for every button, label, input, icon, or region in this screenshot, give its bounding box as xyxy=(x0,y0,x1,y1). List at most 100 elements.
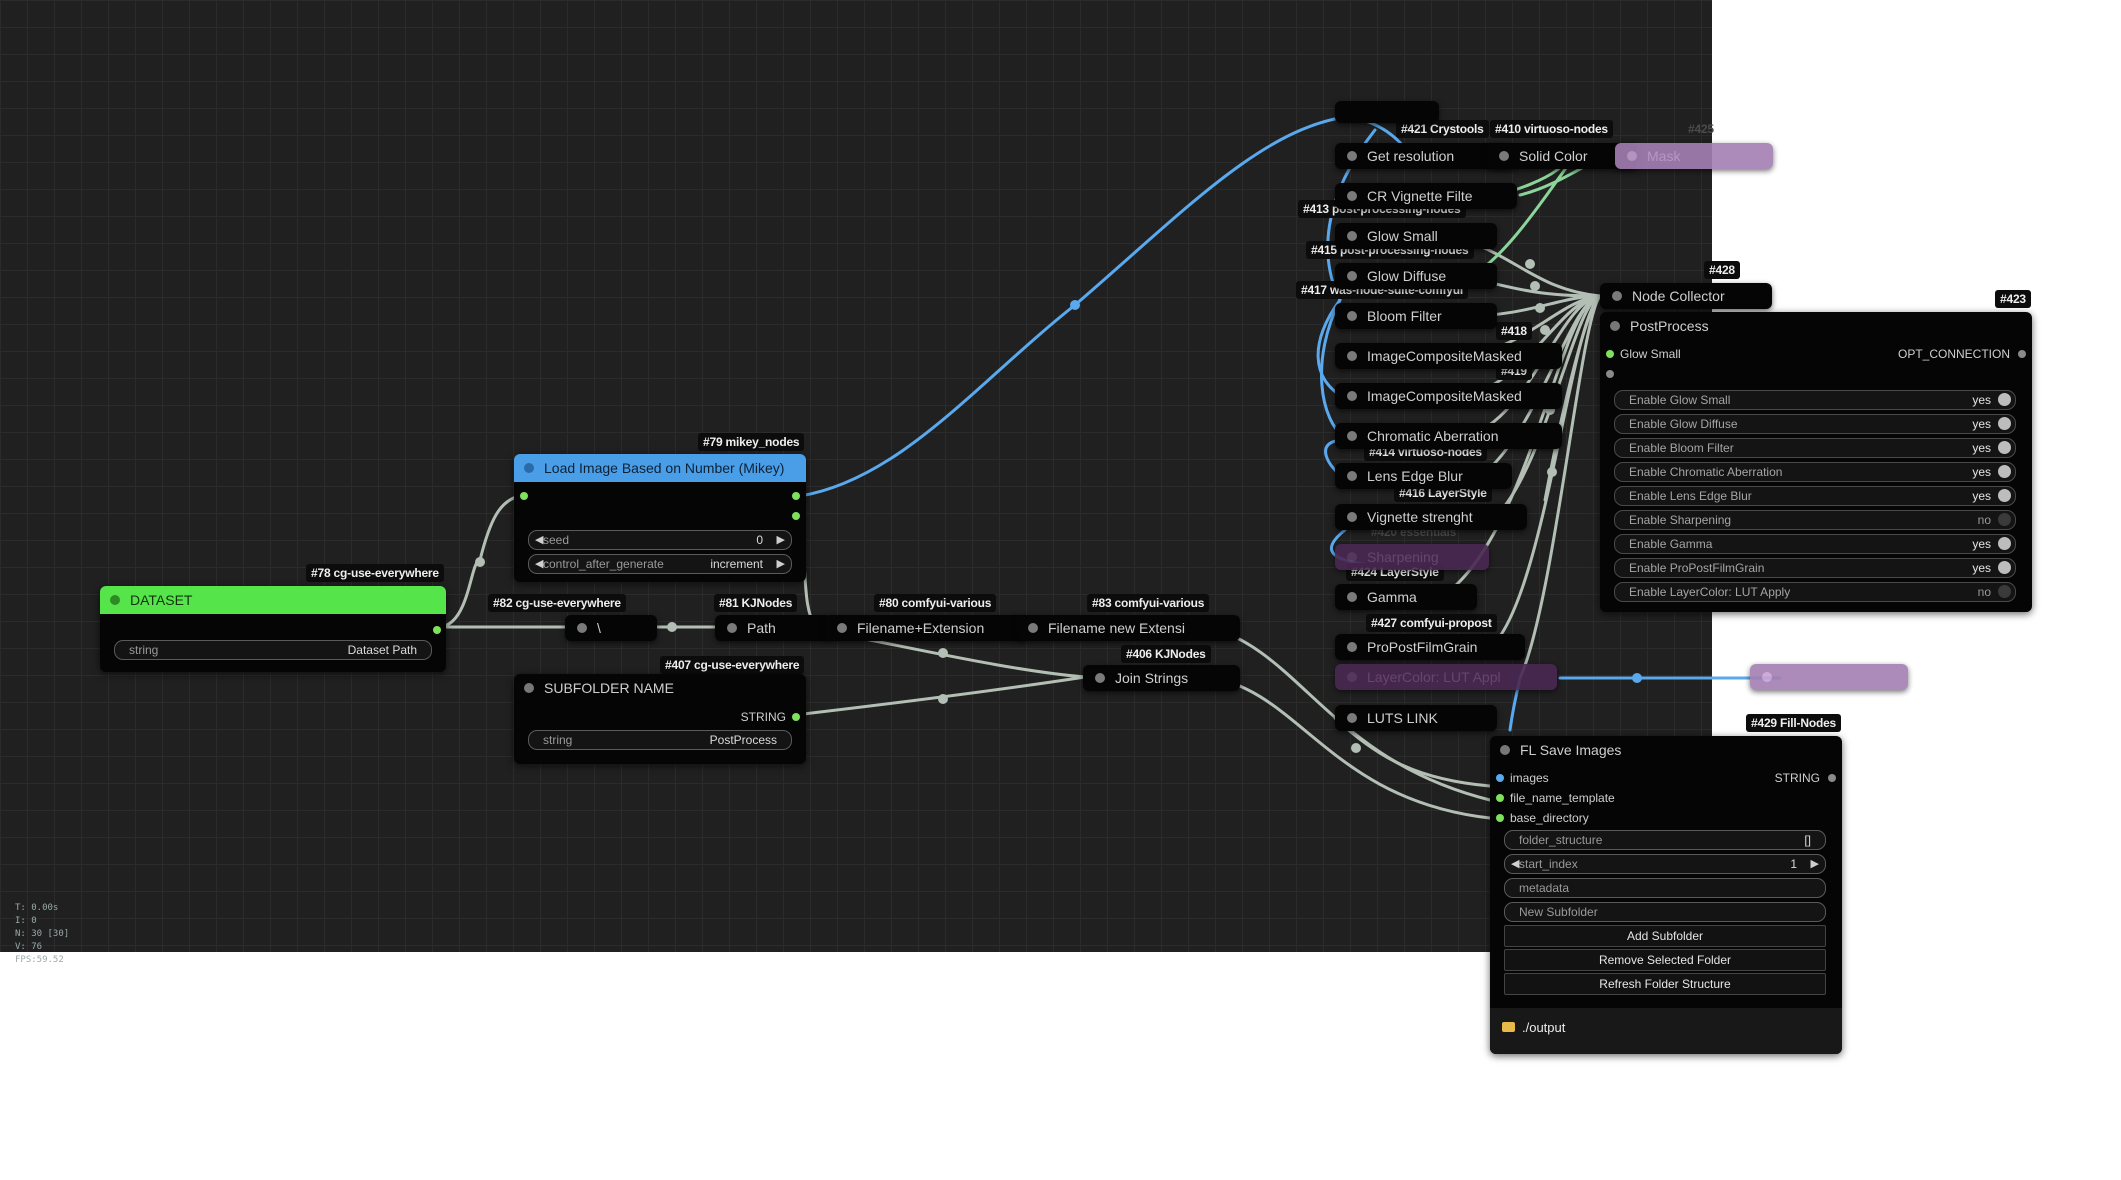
filename-extension-node[interactable]: Filename+Extension xyxy=(825,615,1027,641)
glow-small-node[interactable]: Glow Small xyxy=(1335,223,1497,249)
collapse-dot-icon[interactable] xyxy=(837,623,847,633)
collapse-dot-icon[interactable] xyxy=(1347,351,1357,361)
bloom-filter-node[interactable]: Bloom Filter xyxy=(1335,303,1497,329)
metadata-widget[interactable]: metadata xyxy=(1504,878,1826,898)
toggle-knob-icon[interactable] xyxy=(1998,417,2011,430)
add-subfolder-button[interactable]: Add Subfolder xyxy=(1504,925,1826,947)
collapse-dot-icon[interactable] xyxy=(524,683,534,693)
propost-filmgrain-node[interactable]: ProPostFilmGrain xyxy=(1335,634,1525,660)
load-image-output-port[interactable] xyxy=(792,492,800,500)
collapse-dot-icon[interactable] xyxy=(577,623,587,633)
toggle-knob-icon[interactable] xyxy=(1998,537,2011,550)
sharpening-node-bypassed[interactable]: Sharpening xyxy=(1335,544,1489,570)
dataset-path-widget[interactable]: string Dataset Path xyxy=(114,640,432,660)
layercolor-lut-node-bypassed[interactable]: LayerColor: LUT Appl xyxy=(1335,664,1557,690)
path-node[interactable]: Path xyxy=(715,615,832,641)
template-input-port[interactable] xyxy=(1496,794,1504,802)
subfolder-output-port[interactable] xyxy=(792,713,800,721)
collapse-dot-icon[interactable] xyxy=(1612,291,1622,301)
postprocess-input-port-2[interactable] xyxy=(1606,370,1614,378)
increment-arrow-icon[interactable]: ▶ xyxy=(1810,858,1819,870)
collapse-dot-icon[interactable] xyxy=(1347,672,1357,682)
get-resolution-node[interactable]: Get resolution xyxy=(1335,143,1517,169)
collapse-dot-icon[interactable] xyxy=(1347,592,1357,602)
decrement-arrow-icon[interactable]: ◀ xyxy=(535,534,544,546)
dataset-output-port[interactable] xyxy=(433,626,441,634)
collapse-dot-icon[interactable] xyxy=(524,463,534,473)
filename-new-node[interactable]: Filename new Extensi xyxy=(1016,615,1240,641)
toggle-knob-icon[interactable] xyxy=(1998,513,2011,526)
remove-folder-button[interactable]: Remove Selected Folder xyxy=(1504,949,1826,971)
decrement-arrow-icon[interactable]: ◀ xyxy=(1511,858,1520,870)
decrement-arrow-icon[interactable]: ◀ xyxy=(535,558,544,570)
new-subfolder-widget[interactable]: New Subfolder xyxy=(1504,902,1826,922)
collapse-dot-icon[interactable] xyxy=(1500,745,1510,755)
luts-link-node[interactable]: LUTS LINK xyxy=(1335,705,1497,731)
fill-node-bypassed[interactable] xyxy=(1750,664,1908,690)
toggle-knob-icon[interactable] xyxy=(1998,393,2011,406)
collapse-dot-icon[interactable] xyxy=(1610,321,1620,331)
mask-node-bypassed[interactable]: Mask xyxy=(1615,143,1773,169)
collapse-dot-icon[interactable] xyxy=(1499,151,1509,161)
collapse-dot-icon[interactable] xyxy=(1347,231,1357,241)
load-image-title[interactable]: Load Image Based on Number (Mikey) xyxy=(514,454,806,482)
postprocess-title[interactable]: PostProcess xyxy=(1600,312,2032,340)
toggle-knob-icon[interactable] xyxy=(1998,585,2011,598)
dataset-node[interactable]: DATASET string Dataset Path xyxy=(100,586,446,672)
toggle-knob-icon[interactable] xyxy=(1998,561,2011,574)
toggle-knob-icon[interactable] xyxy=(1998,465,2011,478)
subfolder-title[interactable]: SUBFOLDER NAME xyxy=(514,674,806,702)
collapse-dot-icon[interactable] xyxy=(1627,151,1637,161)
cr-vignette-node[interactable]: CR Vignette Filte xyxy=(1335,183,1517,209)
fl-save-title[interactable]: FL Save Images xyxy=(1490,736,1842,764)
toggle-knob-icon[interactable] xyxy=(1998,441,2011,454)
join-strings-node[interactable]: Join Strings xyxy=(1083,665,1240,691)
vignette-strength-node[interactable]: Vignette strenght xyxy=(1335,504,1527,530)
collapse-dot-icon[interactable] xyxy=(1762,672,1772,682)
subfolder-node[interactable]: SUBFOLDER NAME STRING string PostProcess xyxy=(514,674,806,764)
collapse-dot-icon[interactable] xyxy=(1347,271,1357,281)
chromatic-aberration-node[interactable]: Chromatic Aberration xyxy=(1335,423,1562,449)
postprocess-input-port[interactable] xyxy=(1606,350,1614,358)
load-image-input-port[interactable] xyxy=(520,492,528,500)
collapse-dot-icon[interactable] xyxy=(1347,311,1357,321)
collapse-dot-icon[interactable] xyxy=(1347,431,1357,441)
base-directory-input-port[interactable] xyxy=(1496,814,1504,822)
image-composite-node-2[interactable]: ImageCompositeMasked xyxy=(1335,383,1562,409)
collapse-dot-icon[interactable] xyxy=(1028,623,1038,633)
folder-structure-widget[interactable]: folder_structure [] xyxy=(1504,830,1826,850)
collapse-dot-icon[interactable] xyxy=(1347,151,1357,161)
collapse-dot-icon[interactable] xyxy=(1347,642,1357,652)
images-input-port[interactable] xyxy=(1496,774,1504,782)
start-index-widget[interactable]: ◀ start_index 1 ▶ xyxy=(1504,854,1826,874)
fl-save-output-port[interactable] xyxy=(1828,774,1836,782)
image-composite-node-1[interactable]: ImageCompositeMasked xyxy=(1335,343,1562,369)
toggle-knob-icon[interactable] xyxy=(1998,489,2011,502)
load-image-node[interactable]: Load Image Based on Number (Mikey) ◀ see… xyxy=(514,454,806,582)
fl-save-images-node[interactable]: FL Save Images images STRING file_name_t… xyxy=(1490,736,1842,1054)
gamma-node[interactable]: Gamma xyxy=(1335,584,1477,610)
control-widget[interactable]: ◀ control_after_generate increment ▶ xyxy=(528,554,792,574)
subfolder-widget[interactable]: string PostProcess xyxy=(528,730,792,750)
load-image-output-port-2[interactable] xyxy=(792,512,800,520)
postprocess-output-port[interactable] xyxy=(2018,350,2026,358)
postprocess-node[interactable]: PostProcess Glow Small OPT_CONNECTION En… xyxy=(1600,312,2032,612)
lens-edge-blur-node[interactable]: Lens Edge Blur xyxy=(1335,463,1512,489)
increment-arrow-icon[interactable]: ▶ xyxy=(776,534,785,546)
collapse-dot-icon[interactable] xyxy=(1347,713,1357,723)
collapse-dot-icon[interactable] xyxy=(1347,191,1357,201)
seed-widget[interactable]: ◀ seed 0 ▶ xyxy=(528,530,792,550)
collapse-dot-icon[interactable] xyxy=(727,623,737,633)
backslash-node[interactable]: \ xyxy=(565,615,657,641)
collapse-dot-icon[interactable] xyxy=(1347,471,1357,481)
increment-arrow-icon[interactable]: ▶ xyxy=(776,558,785,570)
node-collector[interactable]: Node Collector xyxy=(1600,283,1772,309)
